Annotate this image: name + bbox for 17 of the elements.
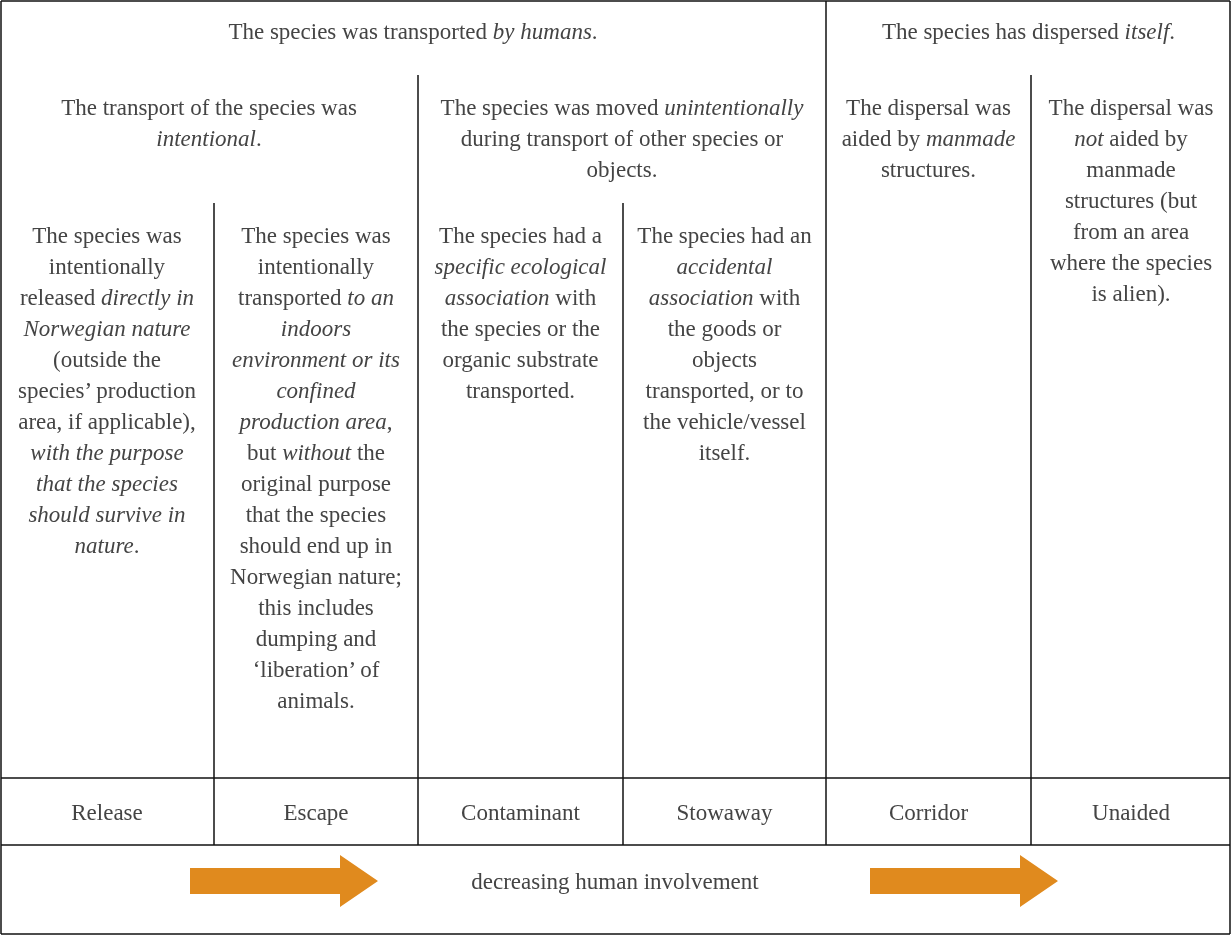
category-name: Unaided — [1091, 799, 1171, 827]
description-text: The species had an accidental association with the goods or objects transported, or to the vehicle/vessel itself. — [636, 222, 813, 467]
description-text: The species was intentionally transported to an indoors environment or its confined production area, but without the original purpose that the species should end up in Norwegian nature; this includes dumping and ‘liberation’ of animals. — [229, 222, 403, 715]
subheading-text: The dispersal was aided by manmade structures. — [840, 94, 1017, 184]
description-text: The species had a specific ecological association with the species or the organic substrate transported. — [433, 222, 608, 405]
subheading-text: The transport of the species was intentional. — [60, 94, 358, 153]
category-name: Release — [70, 799, 144, 827]
subheading-text: The dispersal was not aided by manmade structures (but from an area where the species is alien). — [1047, 94, 1215, 308]
heading-text: The species has dispersed itself. — [880, 18, 1177, 46]
category-name: Stowaway — [675, 799, 774, 827]
scale-caption: decreasing human involvement — [470, 868, 760, 896]
heading-text: The species was transported by humans. — [227, 18, 599, 46]
subheading-text: The species was moved unintentionally during transport of other species or objects. — [439, 94, 805, 184]
category-name: Corridor — [887, 799, 970, 827]
description-text: The species was intentionally released directly in Norwegian nature (outside the species’ production area, if applicable), with the purpose that the species should survive in nature. — [17, 222, 197, 560]
category-name: Escape — [282, 799, 350, 827]
category-name: Contaminant — [460, 799, 581, 827]
